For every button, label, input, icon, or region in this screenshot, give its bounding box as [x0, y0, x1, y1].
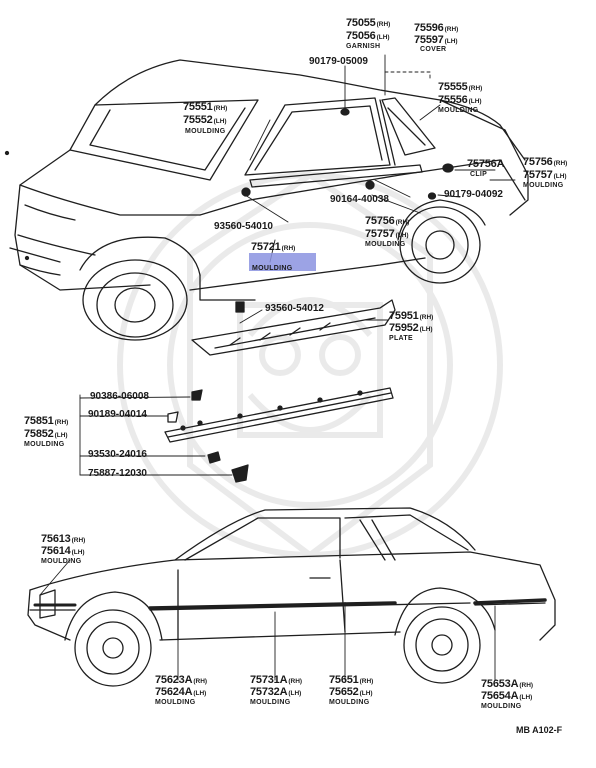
label-75596[interactable]: 75596(RH)	[414, 22, 459, 34]
label-cover: COVER	[420, 46, 447, 53]
label-75551[interactable]: 75551(RH)	[183, 101, 228, 113]
label-75651[interactable]: 75651(RH)	[329, 674, 374, 686]
label-75654a[interactable]: 75654A(LH)	[481, 690, 533, 702]
label-75757-lower[interactable]: 75757(LH)	[365, 228, 409, 240]
label-75756a[interactable]: 75756A	[467, 158, 505, 170]
label-75555[interactable]: 75555(RH)	[438, 81, 483, 93]
label-75952[interactable]: 75952(LH)	[389, 322, 433, 334]
label-rocker-moulding: MOULDING	[252, 265, 293, 272]
label-75756-rear[interactable]: 75756(RH)	[523, 156, 568, 168]
side-moulding-strip	[79, 387, 394, 483]
leader-lines-upper	[244, 54, 516, 263]
label-75721[interactable]: 75721(RH)	[251, 241, 296, 253]
label-90386-06008[interactable]: 90386-06008	[90, 391, 149, 402]
label-lower-moulding: MOULDING	[365, 241, 406, 248]
label-75055[interactable]: 75055(RH)	[346, 17, 391, 29]
label-fender-moulding: MOULDING	[155, 699, 196, 706]
label-93530-24016[interactable]: 93530-24016	[88, 449, 147, 460]
label-75851[interactable]: 75851(RH)	[24, 415, 69, 427]
label-plate: PLATE	[389, 335, 413, 342]
lower-car-body	[27, 507, 556, 687]
label-75652[interactable]: 75652(LH)	[329, 686, 373, 698]
label-quarter-moulding: MOULDING	[329, 699, 370, 706]
label-75653a[interactable]: 75653A(RH)	[481, 678, 534, 690]
label-75756-lower[interactable]: 75756(RH)	[365, 215, 410, 227]
scuff-plate	[191, 299, 396, 356]
upper-fasteners	[4, 108, 454, 261]
label-90179-05009[interactable]: 90179-05009	[309, 56, 368, 67]
label-side-moulding: MOULDING	[24, 441, 65, 448]
label-93560-54012[interactable]: 93560-54012	[265, 303, 324, 314]
label-75887-12030[interactable]: 75887-12030	[88, 468, 147, 479]
label-75597[interactable]: 75597(LH)	[414, 34, 458, 46]
label-rear-moulding: MOULDING	[523, 182, 564, 189]
label-75614[interactable]: 75614(LH)	[41, 545, 85, 557]
label-75624a[interactable]: 75624A(LH)	[155, 686, 207, 698]
label-75556[interactable]: 75556(LH)	[438, 94, 482, 106]
label-75757-rear[interactable]: 75757(LH)	[523, 169, 567, 181]
figure-code: MB A102-F	[516, 725, 563, 735]
leader-lines-lower	[39, 559, 496, 681]
label-75552[interactable]: 75552(LH)	[183, 114, 227, 126]
label-75613[interactable]: 75613(RH)	[41, 533, 86, 545]
upper-car-body	[9, 59, 529, 341]
label-rear-quarter-moulding: MOULDING	[481, 703, 522, 710]
label-roof-moulding: MOULDING	[185, 128, 226, 135]
label-door-moulding: MOULDING	[250, 699, 291, 706]
label-93560-54010[interactable]: 93560-54010	[214, 221, 273, 232]
label-front-moulding: MOULDING	[41, 558, 82, 565]
label-90189-04014[interactable]: 90189-04014	[88, 409, 147, 420]
label-75731a[interactable]: 75731A(RH)	[250, 674, 303, 686]
highlight-box	[249, 253, 316, 271]
label-garnish: GARNISH	[346, 43, 381, 50]
label-75623a[interactable]: 75623A(RH)	[155, 674, 208, 686]
label-75732a[interactable]: 75732A(LH)	[250, 686, 302, 698]
label-90164-40038[interactable]: 90164-40038	[330, 194, 389, 205]
label-clip: CLIP	[470, 171, 488, 178]
label-window-moulding: MOULDING	[438, 107, 479, 114]
label-75951[interactable]: 75951(RH)	[389, 310, 434, 322]
label-90179-04092[interactable]: 90179-04092	[444, 189, 503, 200]
label-75852[interactable]: 75852(LH)	[24, 428, 68, 440]
label-75056[interactable]: 75056(LH)	[346, 30, 390, 42]
